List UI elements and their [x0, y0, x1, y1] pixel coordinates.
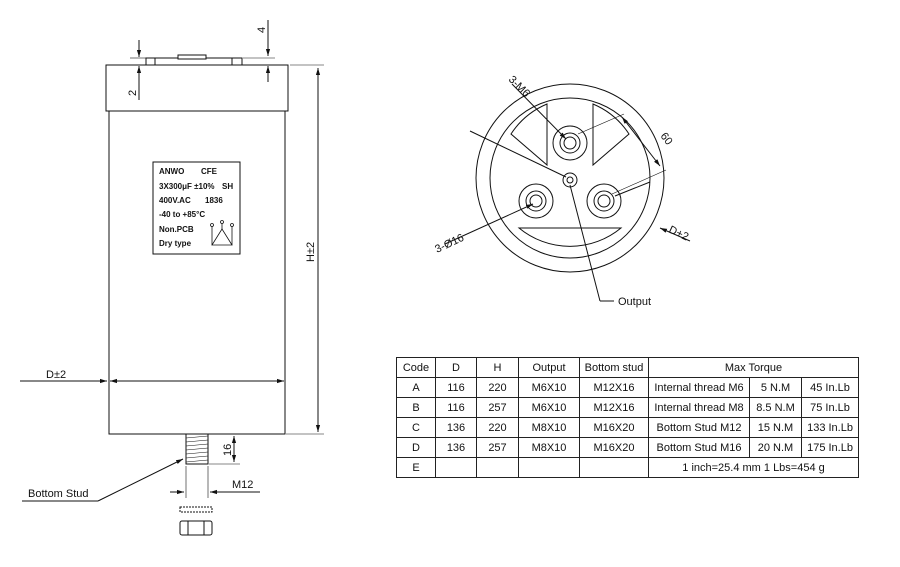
cell-h: 220: [476, 417, 519, 438]
terminal-top: [552, 125, 588, 161]
cell-code: E: [396, 457, 436, 478]
terminal-left: [518, 183, 554, 219]
dim-pitch-circle: 60: [658, 130, 675, 147]
header-code: Code: [396, 357, 436, 378]
nut: [179, 520, 213, 536]
dim-terminals: 3-M6: [506, 74, 532, 100]
header-d: D: [435, 357, 477, 378]
cell-torque-nm: 8.5 N.M: [749, 397, 802, 418]
header-max-torque: Max Torque: [647, 357, 860, 378]
header-bottom-stud: Bottom stud: [579, 357, 649, 378]
terminal-right: [586, 183, 622, 219]
cell-d: 116: [435, 397, 477, 418]
cell-torque-nm: 5 N.M: [749, 377, 802, 398]
nameplate: ANWO CFE 3X300μF ±10% SH 400V.AC 1836 -4…: [159, 167, 233, 248]
nameplate-voltage: 400V.AC: [159, 196, 191, 205]
cell-d: 136: [435, 437, 477, 458]
empty-cell: [518, 457, 580, 478]
outer-rim: [475, 83, 665, 273]
cell-torque-inlb: 133 In.Lb: [800, 417, 860, 438]
table-row: C 136 220 M8X10 M16X20 Bottom Stud M12 1…: [396, 417, 860, 438]
dim-height: H±2: [305, 242, 317, 262]
nameplate-capacitance: 3X300μF ±10%: [159, 182, 215, 191]
cell-output: M8X10: [518, 437, 580, 458]
cell-torque-type: Internal thread M6: [648, 377, 750, 398]
cell-torque-inlb: 175 In.Lb: [800, 437, 860, 458]
table-row: A 116 220 M6X10 M12X16 Internal thread M…: [396, 377, 860, 398]
delta-symbol-icon: [210, 220, 234, 246]
cell-d: 136: [435, 417, 477, 438]
side-view: [20, 20, 324, 536]
cell-torque-type: Bottom Stud M16: [648, 437, 750, 458]
nameplate-box: [152, 161, 241, 255]
nameplate-brand: ANWO: [159, 167, 184, 176]
cell-torque-nm: 15 N.M: [749, 417, 802, 438]
table-row: B 116 257 M6X10 M12X16 Internal thread M…: [396, 397, 860, 418]
bottom-stud-label: Bottom Stud: [28, 488, 89, 500]
center-terminal: [562, 172, 578, 188]
cell-code: C: [396, 417, 436, 438]
cell-torque-type: Internal thread M8: [648, 397, 750, 418]
cell-torque-type: Bottom Stud M12: [648, 417, 750, 438]
empty-cell: [435, 457, 477, 478]
cell-stud: M16X20: [579, 437, 649, 458]
dim-lid-height: 2: [127, 90, 139, 96]
top-view: [444, 83, 691, 302]
spec-table: Code D H Output Bottom stud Max Torque A…: [396, 357, 860, 478]
cell-torque-nm: 20 N.M: [749, 437, 802, 458]
dim-diameter: D±2: [46, 369, 66, 381]
header-output: Output: [518, 357, 580, 378]
cell-h: 257: [476, 397, 519, 418]
nameplate-type: Dry type: [159, 239, 192, 248]
nameplate-date: 1836: [205, 196, 223, 205]
capacitor-lid: [105, 64, 289, 112]
unit-conversion-note: 1 inch=25.4 mm 1 Lbs=454 g: [647, 457, 860, 478]
cell-torque-inlb: 75 In.Lb: [800, 397, 860, 418]
table-row: D 136 257 M8X10 M16X20 Bottom Stud M16 2…: [396, 437, 860, 458]
dim-terminal-dia: 3-Ø16: [433, 232, 466, 256]
cell-code: D: [396, 437, 436, 458]
cell-torque-inlb: 45 In.Lb: [800, 377, 860, 398]
washer: [179, 506, 213, 513]
inner-rim: [489, 97, 651, 259]
dim-stud-thread: M12: [232, 479, 253, 491]
cell-stud: M12X16: [579, 397, 649, 418]
cell-d: 116: [435, 377, 477, 398]
dim-stud-length: 16: [222, 444, 234, 456]
cell-code: B: [396, 397, 436, 418]
cell-output: M6X10: [518, 397, 580, 418]
nameplate-series: CFE: [201, 167, 218, 176]
nameplate-code: SH: [222, 182, 233, 191]
dim-top-gap: 4: [256, 27, 268, 33]
table-footer-row: E 1 inch=25.4 mm 1 Lbs=454 g: [396, 457, 860, 478]
capacitor-can: [108, 110, 286, 435]
output-label: Output: [618, 296, 651, 308]
cell-output: M6X10: [518, 377, 580, 398]
cell-stud: M12X16: [579, 377, 649, 398]
nameplate-pcb: Non.PCB: [159, 225, 194, 234]
cell-h: 220: [476, 377, 519, 398]
cell-h: 257: [476, 437, 519, 458]
cell-output: M8X10: [518, 417, 580, 438]
table-header-row: Code D H Output Bottom stud Max Torque: [396, 357, 860, 378]
cell-stud: M16X20: [579, 417, 649, 438]
empty-cell: [476, 457, 519, 478]
header-h: H: [476, 357, 519, 378]
nameplate-temp: -40 to +85°C: [159, 210, 205, 219]
dim-top-diameter: D+2: [667, 224, 691, 244]
empty-cell: [579, 457, 649, 478]
cell-code: A: [396, 377, 436, 398]
